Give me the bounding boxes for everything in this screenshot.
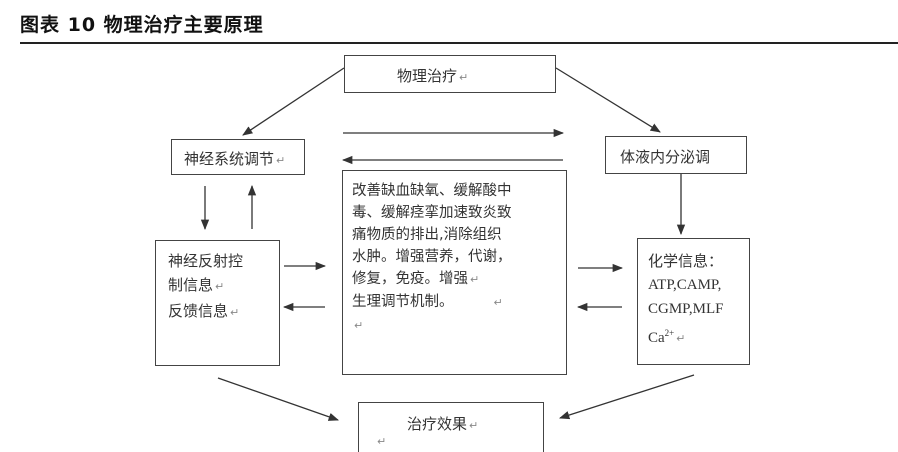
- humoral-regulation-box: 体液内分泌调: [605, 136, 747, 174]
- physical-therapy-box: 物理治疗↵: [344, 55, 556, 93]
- treatment-effect-box: 治疗效果↵ ↵: [358, 402, 544, 452]
- treatment-effect-label: 治疗效果: [407, 415, 468, 433]
- mechanism-line-5: 修复，免疫。增强: [352, 271, 468, 287]
- reflex-line-2: 制信息: [168, 276, 214, 294]
- neural-reflex-box: 神经反射控 制信息↵ 反馈信息↵: [155, 240, 280, 366]
- chem-ca: Ca: [648, 330, 665, 346]
- header-rule: [20, 42, 898, 44]
- chemical-info-box: 化学信息： ATP,CAMP, CGMP,MLF Ca2+↵: [637, 238, 750, 365]
- reflex-line-1: 神经反射控: [168, 252, 244, 270]
- arrow-chemical-to-effect: [559, 374, 695, 420]
- chem-ca-superscript: 2+: [664, 328, 675, 338]
- figure-title: 图表 10 物理治疗主要原理: [20, 14, 264, 36]
- mechanism-line-6: 生理调节机制。: [352, 294, 454, 310]
- mechanism-line-3: 痛物质的排出,消除组织: [352, 227, 502, 243]
- chem-line-1: ATP,CAMP,: [648, 277, 722, 293]
- arrow-therapy-to-humoral: [555, 67, 661, 133]
- mechanism-box: 改善缺血缺氧、缓解酸中 毒、缓解痉挛加速致炎致 痛物质的排出,消除组织 水肿。增…: [342, 170, 567, 375]
- humoral-regulation-label: 体液内分泌调: [620, 148, 711, 166]
- arrow-reflex-to-effect: [217, 377, 339, 421]
- figure-header: 图表 10 物理治疗主要原理: [0, 0, 898, 44]
- reflex-line-3: 反馈信息: [168, 302, 229, 320]
- nervous-regulation-box: 神经系统调节↵: [171, 139, 305, 175]
- mechanism-line-1: 改善缺血缺氧、缓解酸中: [352, 183, 512, 199]
- mechanism-line-4: 水肿。增强营养，代谢，: [352, 249, 512, 265]
- chem-line-2: CGMP,MLF: [648, 301, 724, 317]
- mechanism-line-2: 毒、缓解痉挛加速致炎致: [352, 205, 512, 221]
- chem-title: 化学信息：: [648, 252, 724, 270]
- arrow-therapy-to-nervous: [242, 67, 345, 136]
- physical-therapy-label: 物理治疗: [397, 67, 458, 85]
- nervous-regulation-label: 神经系统调节: [184, 150, 275, 168]
